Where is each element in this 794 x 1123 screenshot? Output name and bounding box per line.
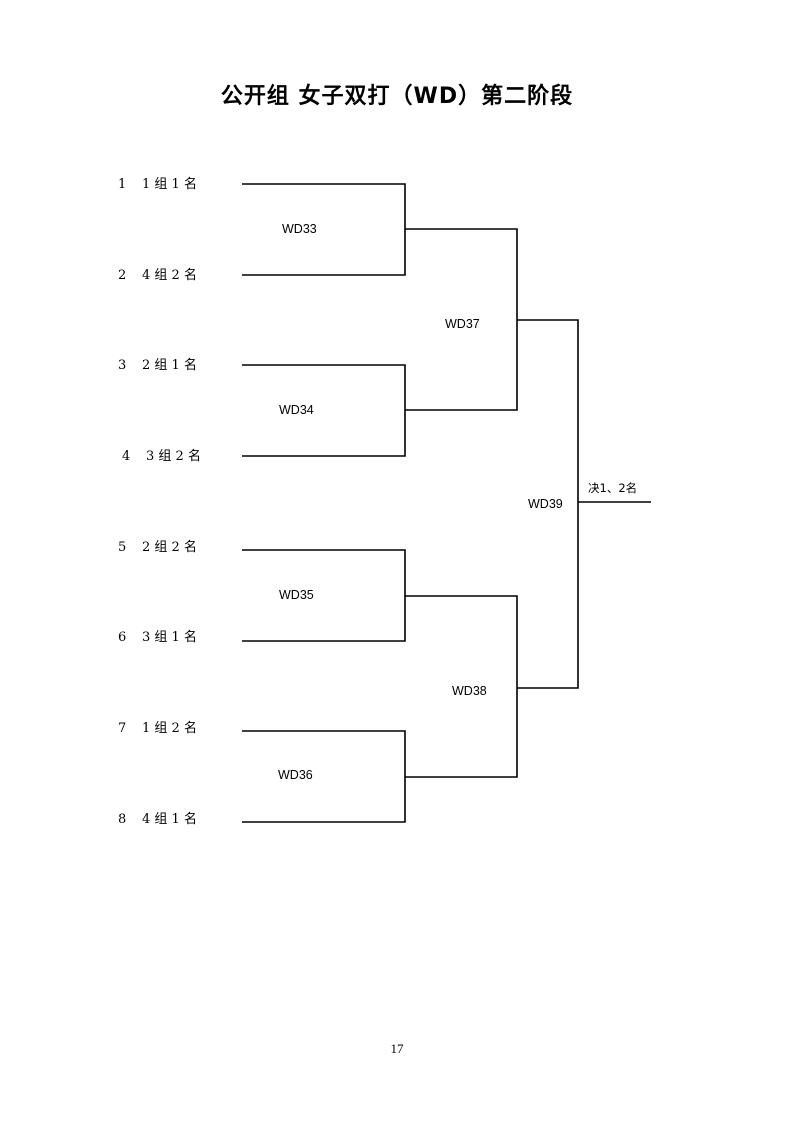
match-label: WD36 (278, 768, 313, 782)
entry-name: 3 组 1 名 (142, 630, 197, 645)
entry-name: 3 组 2 名 (146, 449, 201, 464)
page-title: 公开组 女子双打（WD）第二阶段 (220, 84, 574, 109)
seed-number: 2 (118, 268, 127, 283)
entry-name: 1 组 1 名 (142, 177, 197, 192)
entry-name: 4 组 1 名 (142, 812, 197, 827)
match-label: WD37 (445, 317, 480, 331)
seed-number: 8 (118, 812, 127, 827)
seed-number: 1 (118, 177, 127, 192)
match-label: WD33 (282, 222, 317, 236)
seed-number: 4 (122, 449, 131, 464)
seed-number: 5 (118, 540, 127, 555)
bracket-wd34 (242, 364, 406, 457)
seed-number: 6 (118, 630, 127, 645)
bracket-wd33 (242, 183, 406, 276)
entry-name: 2 组 2 名 (142, 540, 197, 555)
final-result-label: 决1、2名 (588, 481, 638, 495)
match-label: WD34 (279, 403, 314, 417)
seed-number: 3 (118, 358, 127, 373)
entry-name: 2 组 1 名 (142, 358, 197, 373)
bracket-wd38 (405, 595, 518, 778)
final-match-label: WD39 (528, 497, 563, 511)
match-label: WD35 (279, 588, 314, 602)
bracket-wd39 (517, 319, 579, 689)
match-label: WD38 (452, 684, 487, 698)
entry-name: 4 组 2 名 (142, 268, 197, 283)
entry-name: 1 组 2 名 (142, 721, 197, 736)
bracket-wd36 (242, 730, 406, 823)
bracket-wd35 (242, 549, 406, 642)
page-number: 17 (390, 1041, 404, 1056)
seed-number: 7 (118, 721, 127, 736)
